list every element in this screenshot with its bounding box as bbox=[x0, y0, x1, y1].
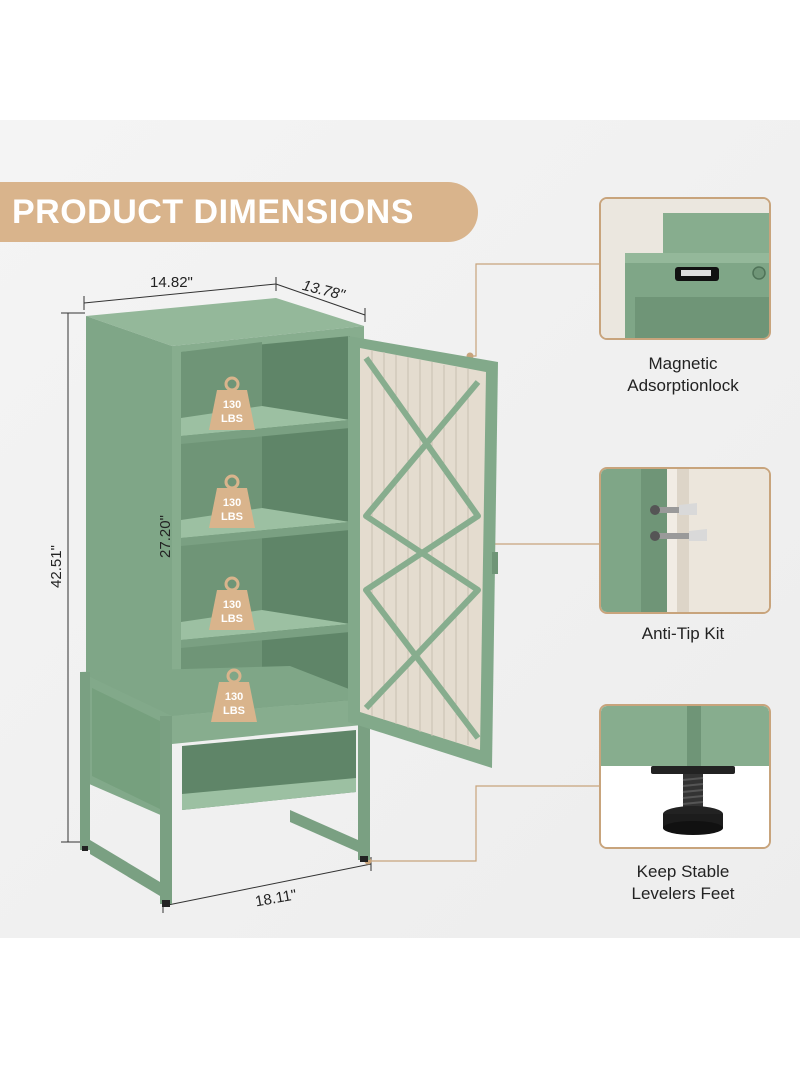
anti-tip-kit-icon bbox=[601, 469, 769, 612]
feature-caption-leveler-feet: Keep Stable Levelers Feet bbox=[583, 861, 783, 905]
banner-title: PRODUCT DIMENSIONS bbox=[12, 193, 414, 231]
weight-value: 130 bbox=[223, 497, 241, 509]
feature-panel-leveler-feet bbox=[599, 704, 771, 849]
title-banner: PRODUCT DIMENSIONS bbox=[0, 182, 478, 242]
weight-badge: 130 LBS bbox=[209, 376, 255, 430]
feature-panel-anti-tip-kit bbox=[599, 467, 771, 614]
weight-badges: 130 LBS 130 LBS 130 LBS 130 LBS bbox=[209, 376, 257, 722]
weight-badge: 130 LBS bbox=[209, 576, 255, 630]
feature-caption-magnetic-lock: Magnetic Adsorptionlock bbox=[583, 353, 783, 397]
cabinet-illustration: 130 LBS 130 LBS 130 LBS 130 LBS bbox=[61, 263, 600, 913]
weight-value: 130 bbox=[223, 399, 241, 411]
width-dimension: 14.82" bbox=[150, 274, 193, 291]
cabinet-door bbox=[348, 336, 498, 768]
caption-line-1: Anti-Tip Kit bbox=[641, 624, 725, 643]
weight-badge: 130 LBS bbox=[211, 668, 257, 722]
weight-value: 130 bbox=[223, 599, 241, 611]
caption-line-2: Levelers Feet bbox=[631, 884, 735, 903]
weight-unit: LBS bbox=[221, 613, 243, 625]
product-image-stage: PRODUCT DIMENSIONS bbox=[0, 120, 800, 938]
weight-unit: LBS bbox=[223, 705, 245, 717]
weight-badge: 130 LBS bbox=[209, 474, 255, 528]
leveler-foot-icon bbox=[601, 706, 769, 847]
height-dimension: 42.51" bbox=[47, 545, 65, 588]
caption-line-2: Adsorptionlock bbox=[627, 376, 739, 395]
caption-line-1: Magnetic bbox=[648, 354, 718, 373]
feature-panel-magnetic-lock bbox=[599, 197, 771, 340]
caption-line-1: Keep Stable bbox=[636, 862, 730, 881]
base-stand bbox=[80, 666, 372, 907]
inner-height-dimension: 27.20" bbox=[156, 515, 174, 558]
magnetic-lock-icon bbox=[601, 199, 769, 338]
weight-value: 130 bbox=[225, 691, 243, 703]
weight-unit: LBS bbox=[221, 511, 243, 523]
weight-unit: LBS bbox=[221, 413, 243, 425]
feature-caption-anti-tip-kit: Anti-Tip Kit bbox=[583, 623, 783, 645]
